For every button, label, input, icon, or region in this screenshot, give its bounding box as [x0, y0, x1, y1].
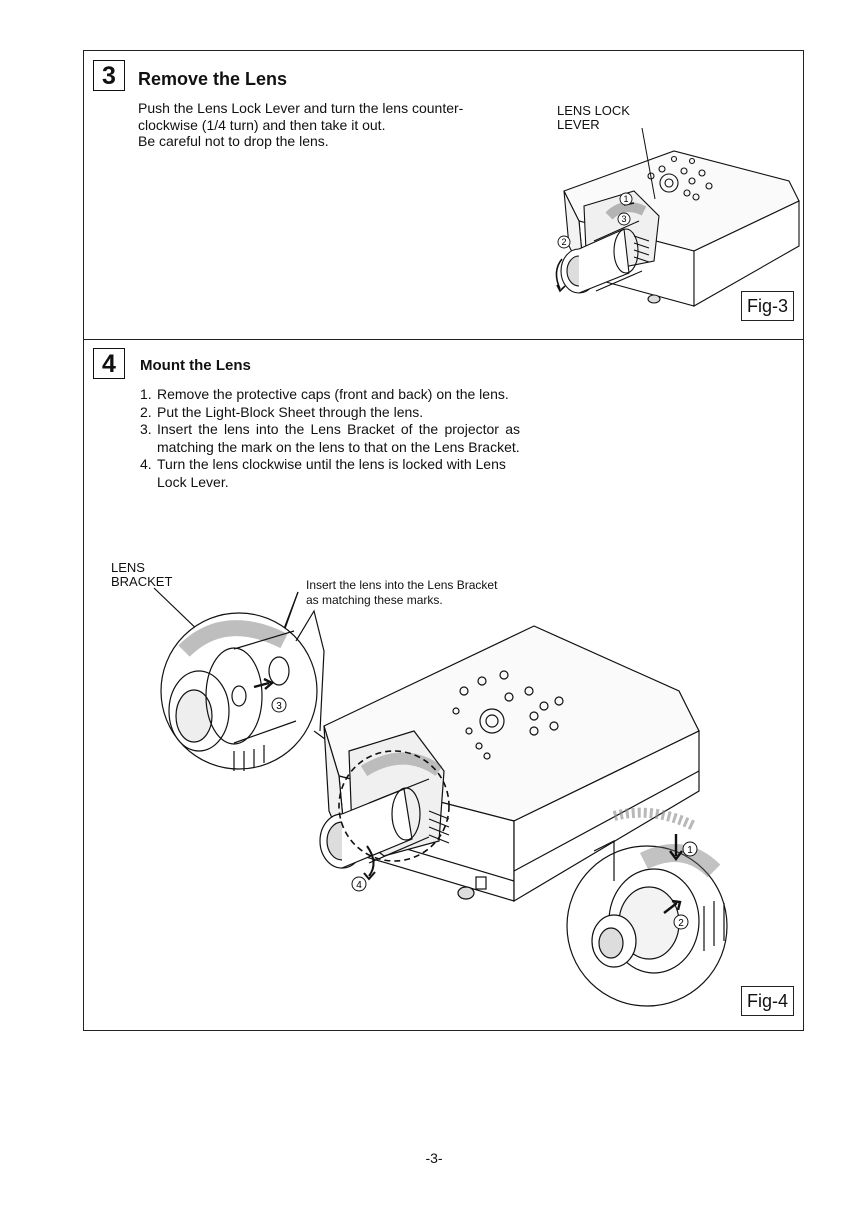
- fig4-badge1: 1: [687, 845, 693, 856]
- fig3-badge2-circle: [557, 235, 571, 249]
- step4-instructions: 1. Remove the protective caps (front and…: [140, 386, 520, 491]
- step3-number: 3: [93, 60, 125, 91]
- list-item: 2. Put the Light-Block Sheet through the…: [140, 403, 424, 420]
- fig4-projector-illustration: 3 4 1 2: [153, 587, 728, 1007]
- fig3-badge3: 3: [621, 214, 626, 224]
- instruction-frame: 3 Remove the Lens Push the Lens Lock Lev…: [83, 50, 804, 1031]
- mark-alignment-note: Insert the lens into the Lens Bracket as…: [306, 578, 498, 607]
- callout-line: LENS LOCK: [557, 103, 630, 118]
- step3-line: clockwise (1/4 turn) and then take it ou…: [138, 116, 386, 133]
- callout-line: BRACKET: [111, 574, 173, 589]
- fig3-badge1-circle: [619, 192, 633, 206]
- callout-line: LENS: [111, 560, 145, 575]
- list-item: 3. Insert the lens into the Lens Bracket…: [140, 421, 520, 455]
- fig3-badge1: 1: [623, 194, 628, 204]
- fig4-badge2: 2: [678, 918, 684, 929]
- step3-instructions: Push the Lens Lock Lever and turn the le…: [138, 100, 463, 150]
- fig4-badge4: 4: [356, 880, 362, 891]
- step3-line: Push the Lens Lock Lever and turn the le…: [138, 100, 464, 116]
- step4-number: 4: [93, 348, 125, 379]
- fig3-label: Fig-3: [741, 291, 795, 321]
- section-divider: [84, 339, 803, 340]
- list-item: 1. Remove the protective caps (front and…: [140, 386, 509, 402]
- callout-line: LEVER: [557, 117, 600, 132]
- fig4-label: Fig-4: [741, 986, 795, 1016]
- lens-lock-lever-callout: LENS LOCK LEVER: [557, 104, 630, 132]
- step3-title: Remove the Lens: [138, 69, 288, 89]
- step4-title: Mount the Lens: [140, 357, 251, 374]
- fig3-badge3-circle: [617, 212, 631, 226]
- page-number: -3-: [425, 1150, 443, 1166]
- fig3-badge2: 2: [561, 237, 566, 247]
- lens-bracket-callout: LENS BRACKET: [111, 561, 172, 589]
- step3-line: Be careful not to drop the lens.: [138, 133, 329, 149]
- list-item: 4. Turn the lens clockwise until the len…: [140, 456, 506, 490]
- fig4-badge3: 3: [276, 701, 282, 712]
